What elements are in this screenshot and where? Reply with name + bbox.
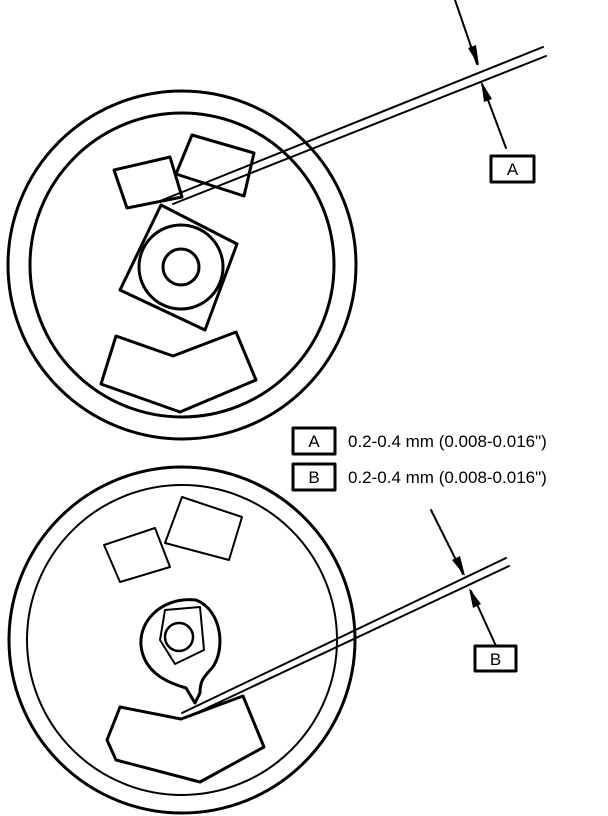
bottom-feeler-gauge-blade xyxy=(181,557,507,714)
top-contact-block-right xyxy=(174,133,256,198)
bottom-cam-lobe xyxy=(159,606,205,665)
spec-legend: A 0.2-0.4 mm (0.008-0.016") B 0.2-0.4 mm… xyxy=(291,426,547,492)
bottom-distributor-assembly: B xyxy=(7,465,518,815)
top-feeler-gauge-blade xyxy=(159,46,544,202)
top-arrowhead-upper xyxy=(468,45,479,66)
callout-label-a: A xyxy=(507,160,519,179)
legend-key-b: B xyxy=(308,468,319,487)
bottom-cam-shaft xyxy=(163,621,195,653)
top-arrowhead-lower xyxy=(481,81,492,102)
callout-label-b: B xyxy=(490,650,501,669)
legend-key-box-b xyxy=(291,462,337,492)
bottom-contact-block-right xyxy=(164,496,243,561)
top-cam-lobe xyxy=(118,203,239,332)
legend-spec-a: 0.2-0.4 mm (0.008-0.016") xyxy=(348,432,547,451)
top-inner-rim xyxy=(28,111,336,419)
top-cam-hub xyxy=(137,223,225,311)
callout-box-b xyxy=(473,644,518,673)
legend-spec-b: 0.2-0.4 mm (0.008-0.016") xyxy=(348,468,547,487)
top-outer-rim xyxy=(6,89,358,441)
bottom-cam xyxy=(139,598,222,705)
top-cam-shaft xyxy=(161,247,201,287)
top-distributor-assembly: A xyxy=(6,0,547,441)
bottom-inner-rim xyxy=(26,484,338,796)
top-pad xyxy=(99,330,258,414)
top-feeler-gauge-blade-edge xyxy=(172,55,547,205)
bottom-feeler-gauge-blade-edge xyxy=(189,565,510,717)
top-contact-block-left xyxy=(112,155,184,210)
bottom-arrowhead-lower xyxy=(469,588,481,608)
bottom-arrowhead-upper xyxy=(452,556,465,576)
legend-key-a: A xyxy=(308,432,320,451)
bottom-contact-block-left xyxy=(103,527,171,583)
bottom-pad xyxy=(105,694,266,784)
legend-key-box-a xyxy=(291,426,337,456)
callout-box-a xyxy=(489,154,536,184)
bottom-outer-rim xyxy=(7,465,357,815)
